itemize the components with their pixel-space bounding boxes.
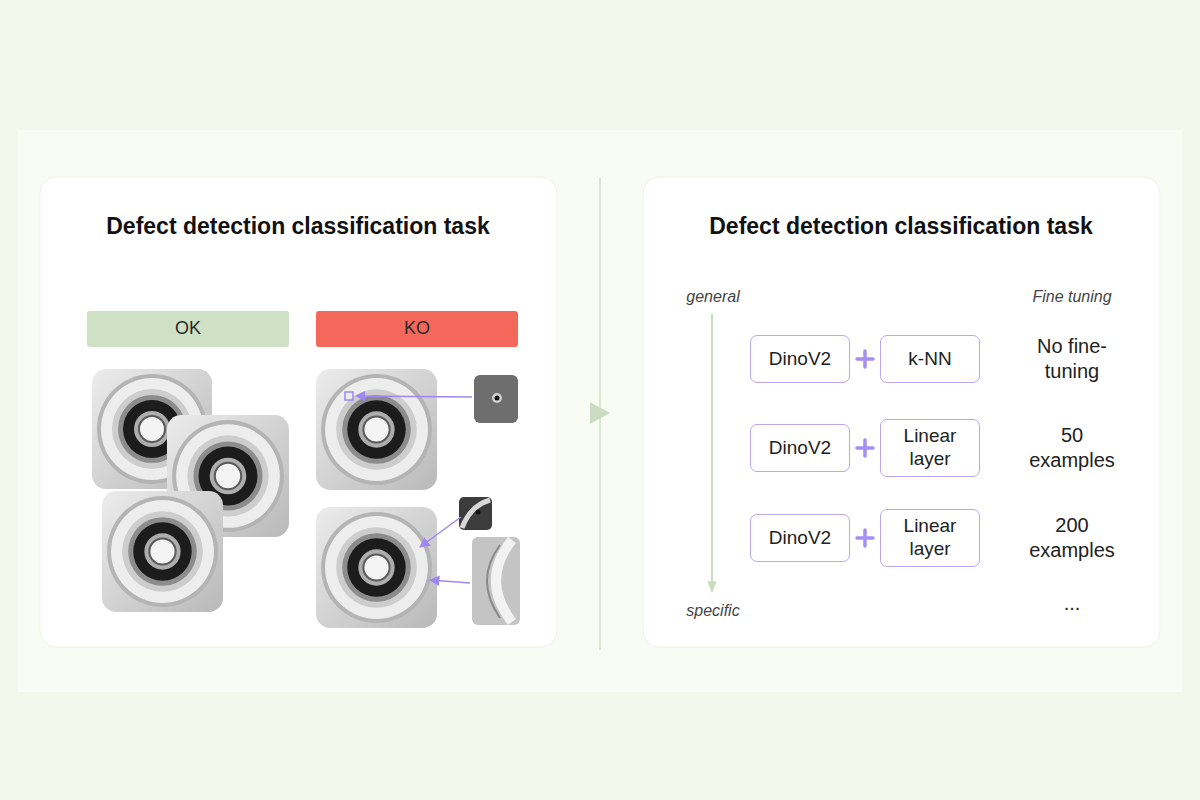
word: task	[444, 213, 490, 239]
word: k-NN	[908, 348, 951, 369]
bearing-photo	[316, 507, 437, 628]
word: 50	[1061, 424, 1083, 446]
model-box: DinoV2	[750, 335, 850, 383]
word: No	[1037, 335, 1063, 357]
defect-surface	[496, 540, 512, 622]
plus-stroke	[863, 351, 867, 367]
word: layer	[909, 538, 950, 559]
box-label: DinoV2	[769, 437, 831, 460]
word: detection	[183, 213, 285, 239]
leader-arrow	[356, 396, 472, 397]
plus-sign	[857, 351, 873, 367]
defect-surface	[462, 500, 490, 528]
word: Defect	[709, 213, 779, 239]
word: Fine	[1032, 288, 1063, 305]
bearing-photo	[102, 491, 223, 612]
plus-sign	[857, 530, 873, 546]
box-label: DinoV2	[769, 527, 831, 550]
defect-inset	[474, 375, 518, 423]
defect-spot	[476, 510, 481, 515]
box-label: KO	[404, 318, 430, 340]
scale-arrow	[711, 314, 713, 592]
panel-card: Defect detection classification taskDino…	[643, 177, 1160, 647]
finetune-note: 50 examples	[1022, 423, 1122, 473]
box-label: Linear layer	[887, 425, 973, 471]
ok-tag: OK	[87, 311, 289, 347]
word: ...	[1064, 592, 1081, 614]
bearing-photo	[316, 369, 437, 490]
defect-marker	[345, 392, 353, 400]
model-box: DinoV2	[750, 514, 850, 562]
head-box: Linear layer	[880, 509, 980, 567]
model-box: DinoV2	[750, 424, 850, 472]
word: DinoV2	[769, 527, 831, 548]
leader-arrow	[430, 580, 470, 583]
box-label: Linear layer	[887, 515, 973, 561]
defect-inset	[472, 537, 520, 625]
box-label: OK	[175, 318, 201, 340]
leader-arrow	[420, 517, 461, 547]
head-box: Linear layer	[880, 419, 980, 477]
finetune-note: 200 examples	[1022, 513, 1122, 563]
panel-title: Defect detection classification task	[691, 212, 1111, 241]
word: classification	[292, 213, 438, 239]
background-band	[18, 130, 1182, 692]
ellipsis-label: ...	[1042, 591, 1102, 616]
panel-title: Defect detection classification task	[88, 212, 508, 241]
defect-spot	[495, 396, 500, 401]
word: layer	[909, 448, 950, 469]
column-header: Fine tuning	[1007, 287, 1137, 307]
word: task	[1047, 213, 1093, 239]
axis-label: general	[663, 287, 763, 307]
word: examples	[1029, 449, 1115, 471]
defect-inset	[459, 497, 492, 530]
word: Defect	[106, 213, 176, 239]
plus-stroke	[863, 530, 867, 546]
word: examples	[1029, 539, 1115, 561]
panel-background	[643, 177, 1160, 647]
panel-card: Defect detection classification taskOK KO	[40, 177, 557, 647]
word: OK	[175, 318, 201, 338]
word: detection	[786, 213, 888, 239]
head-box: k-NN	[880, 335, 980, 383]
defect-surface	[487, 545, 500, 618]
word: Linear	[904, 515, 957, 536]
finetune-note: No fine-tuning	[1017, 334, 1127, 384]
word: specific	[686, 602, 739, 619]
box-label: DinoV2	[769, 348, 831, 371]
plus-sign	[857, 440, 873, 456]
word: general	[686, 288, 739, 305]
word: 200	[1055, 514, 1088, 536]
word: KO	[404, 318, 430, 338]
word: DinoV2	[769, 348, 831, 369]
defect-spot	[492, 393, 502, 403]
plus-stroke	[863, 440, 867, 456]
word: DinoV2	[769, 437, 831, 458]
flow-triangle	[590, 402, 610, 424]
ko-tag: KO	[316, 311, 518, 347]
box-label: k-NN	[908, 348, 951, 371]
word: tuning	[1068, 288, 1112, 305]
panel-background	[40, 177, 557, 647]
word: Linear	[904, 425, 957, 446]
word: classification	[895, 213, 1041, 239]
axis-label: specific	[663, 601, 763, 621]
